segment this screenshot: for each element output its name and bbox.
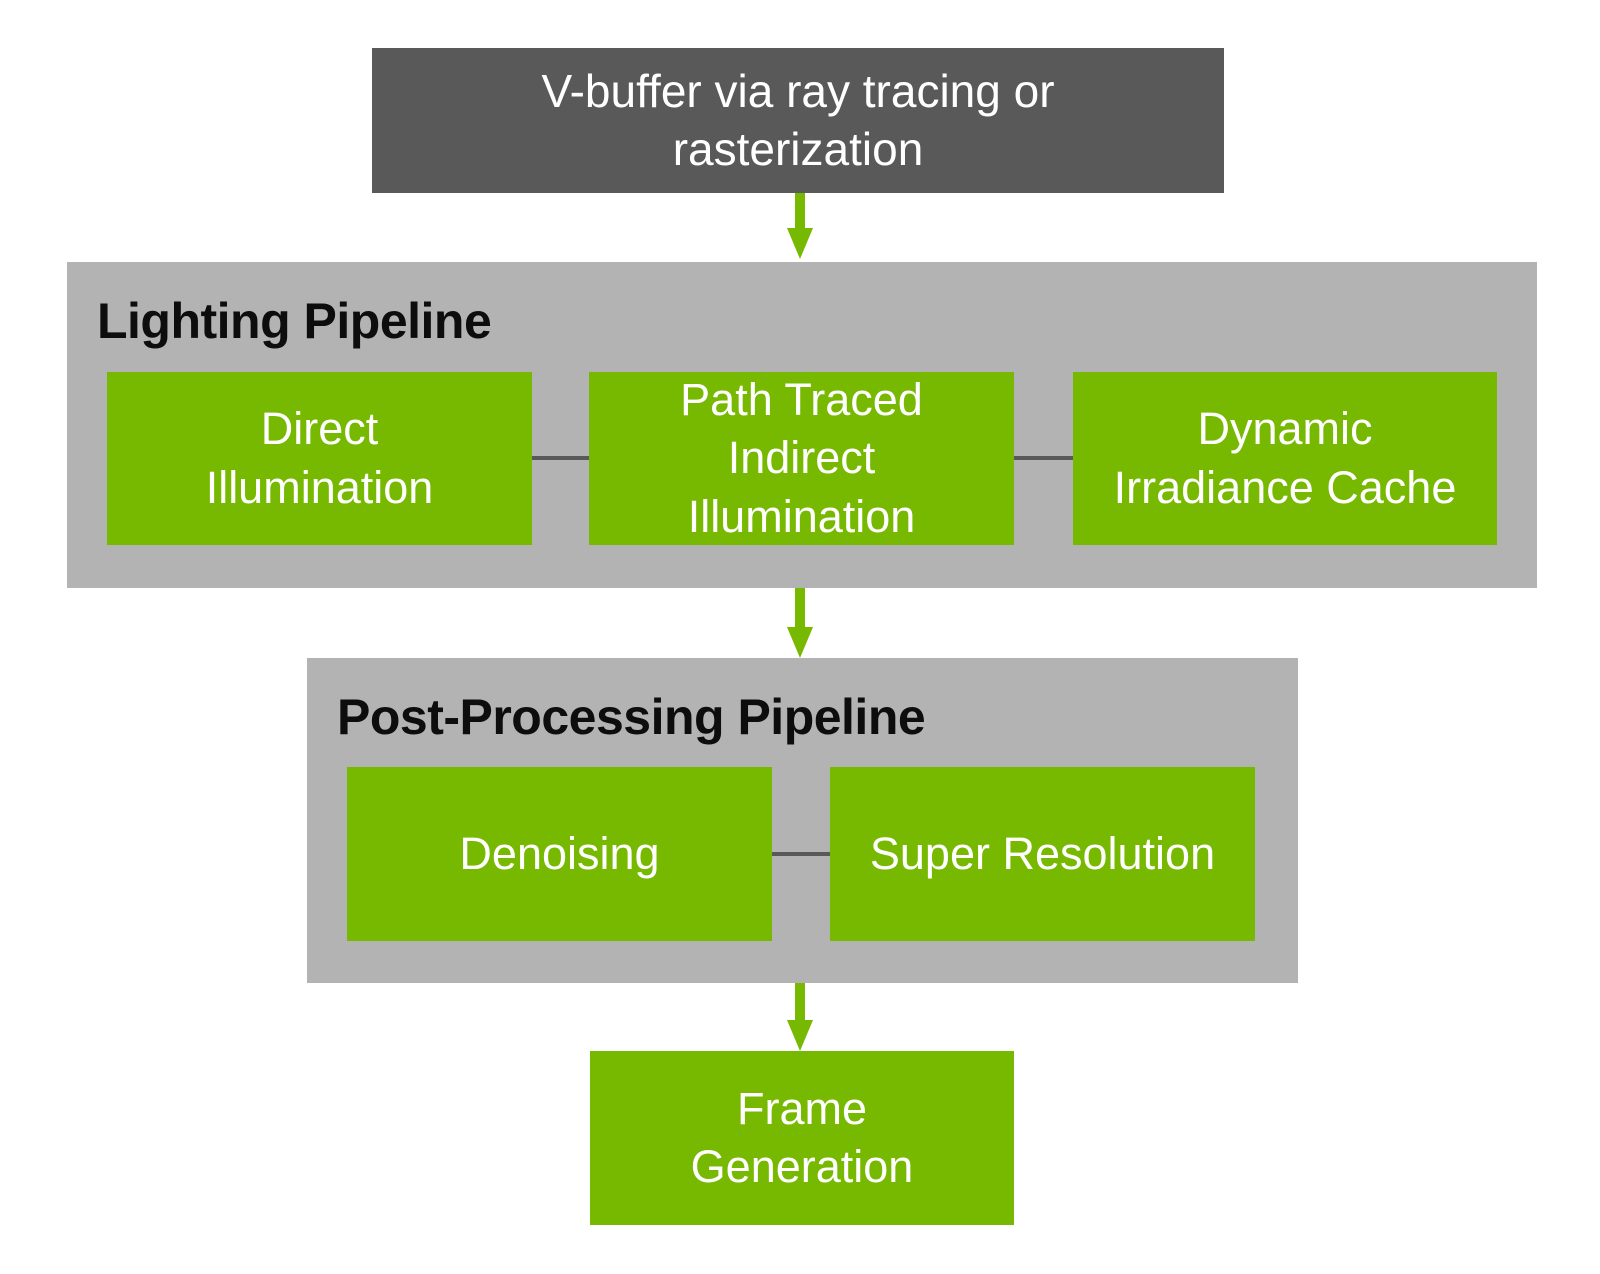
- direct-illumination-node: Direct Illumination: [107, 372, 532, 545]
- connector-line: [532, 456, 589, 460]
- denoising-node: Denoising: [347, 767, 772, 941]
- post-processing-pipeline-container: Post-Processing Pipeline Denoising Super…: [307, 658, 1298, 983]
- arrow-shaft: [795, 983, 805, 1020]
- lighting-pipeline-title: Lighting Pipeline: [97, 293, 492, 349]
- arrow-head: [787, 1020, 813, 1051]
- arrow-down-icon: [787, 193, 813, 259]
- arrow-down-icon: [787, 588, 813, 658]
- arrow-shaft: [795, 588, 805, 627]
- frame-generation-node: Frame Generation: [590, 1051, 1014, 1225]
- arrow-shaft: [795, 193, 805, 228]
- connector-line: [772, 852, 830, 856]
- arrow-down-icon: [787, 983, 813, 1051]
- connector-line: [1014, 456, 1073, 460]
- lighting-pipeline-container: Lighting Pipeline Direct Illumination Pa…: [67, 262, 1537, 588]
- arrow-head: [787, 627, 813, 658]
- path-traced-indirect-illumination-node: Path Traced Indirect Illumination: [589, 372, 1014, 545]
- vbuffer-node: V-buffer via ray tracing or rasterizatio…: [372, 48, 1224, 193]
- dynamic-irradiance-cache-node: Dynamic Irradiance Cache: [1073, 372, 1497, 545]
- arrow-head: [787, 228, 813, 259]
- super-resolution-node: Super Resolution: [830, 767, 1255, 941]
- post-processing-pipeline-title: Post-Processing Pipeline: [337, 689, 926, 745]
